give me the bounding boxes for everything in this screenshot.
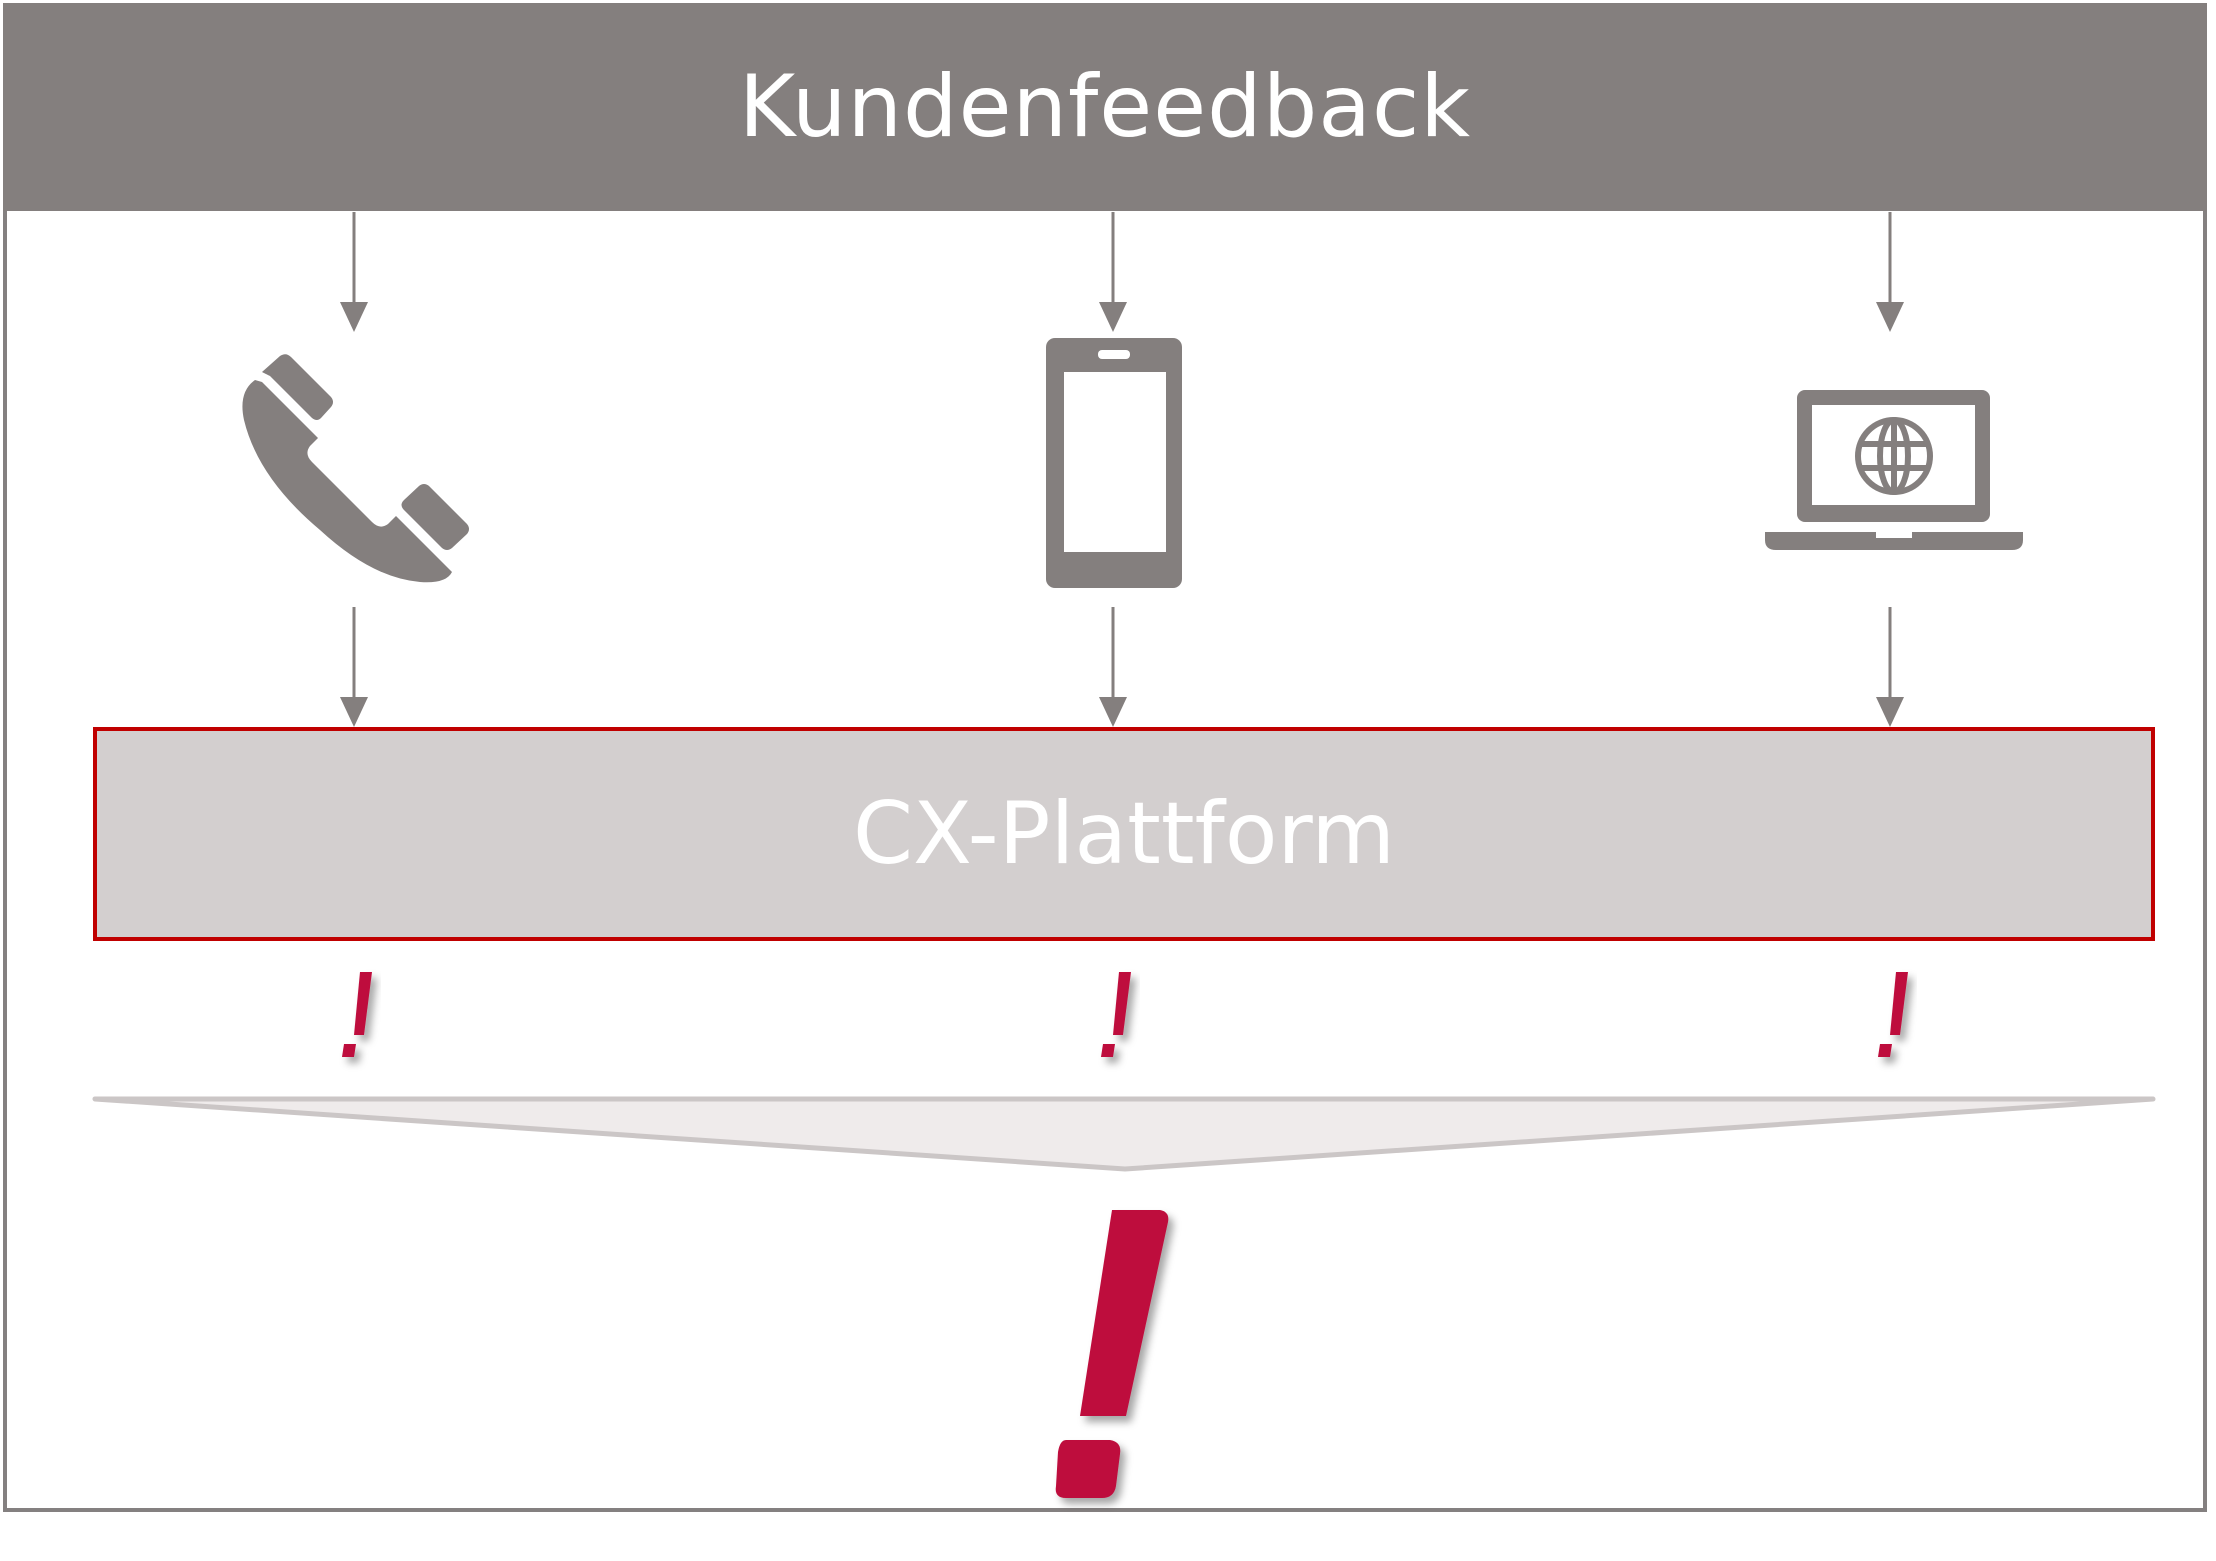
cx-platform-label: CX-Plattform: [852, 784, 1396, 884]
channel-insight-text: !: [0, 0, 1, 1]
header-title: Kundenfeedback: [738, 57, 1472, 157]
consolidated-insight-text: !: [0, 0, 1, 1]
cx-platform-box: CX-Plattform: [93, 727, 2155, 941]
header-bar: Kundenfeedback: [3, 3, 2207, 211]
